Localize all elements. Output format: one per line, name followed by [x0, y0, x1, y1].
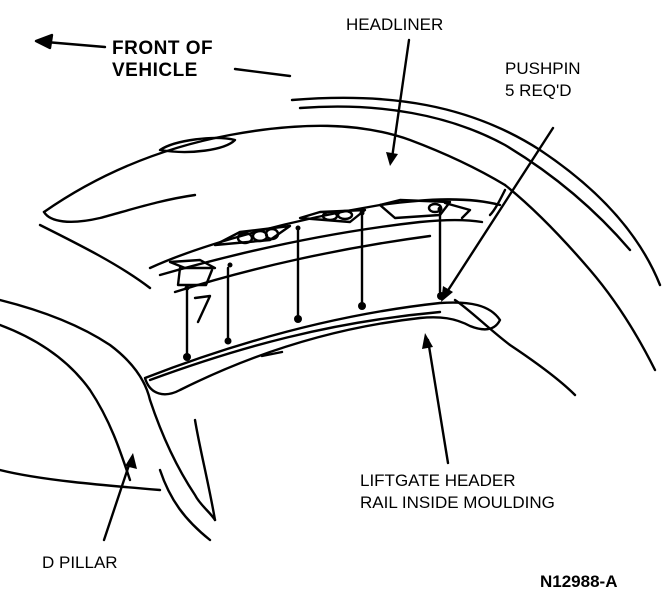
pushpin-3-icon: [294, 315, 302, 323]
d-pillar-outline: [0, 300, 215, 520]
headliner-label: HEADLINER: [346, 15, 444, 34]
front-arrow-icon: [34, 33, 290, 76]
headliner-front-edge: [44, 126, 505, 212]
liftgate-header-moulding: [145, 303, 500, 395]
header-clips: [170, 200, 470, 285]
liftgate-moulding-label: LIFTGATE HEADER RAIL INSIDE MOULDING: [360, 470, 555, 514]
pushpin-1-icon: [183, 353, 191, 361]
pushpin-label: PUSHPIN 5 REQ'D: [505, 58, 581, 102]
pushpin-4-icon: [358, 302, 366, 310]
front-label-line1: FRONT OF: [112, 38, 214, 59]
dpillar-arrowhead-icon: [125, 453, 137, 469]
headliner-arrowhead-icon: [386, 152, 398, 166]
pushpin-2-icon: [224, 337, 232, 345]
pushpin-label-line2: 5 REQ'D: [505, 81, 572, 100]
headliner-rear-edge: [150, 199, 500, 268]
liftgate-arrowhead-icon: [422, 333, 433, 349]
front-label-line2: VEHICLE: [112, 60, 198, 81]
roof-inner-edge: [300, 107, 630, 250]
d-pillar-label: D PILLAR: [42, 553, 118, 572]
pushpin-label-line1: PUSHPIN: [505, 59, 581, 78]
pushpin-arrowhead-icon: [441, 286, 453, 302]
liftgate-label-line1: LIFTGATE HEADER: [360, 471, 516, 490]
figure-id: N12988-A: [540, 572, 618, 591]
front-of-vehicle-label: FRONT OF VEHICLE: [112, 38, 213, 82]
roof-outer-edge: [292, 98, 660, 285]
dome-lamp: [160, 138, 235, 152]
liftgate-label-line2: RAIL INSIDE MOULDING: [360, 493, 555, 512]
